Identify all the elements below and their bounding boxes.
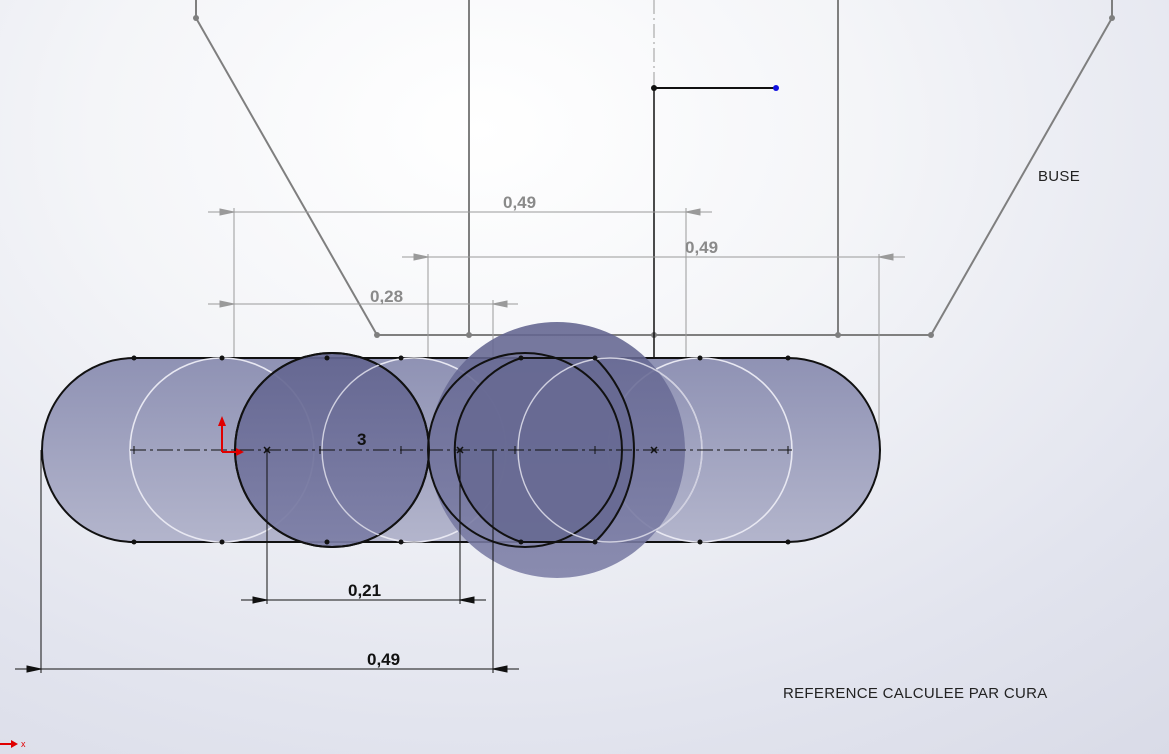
dimension-upper-right-width[interactable] xyxy=(402,253,905,261)
origin-icon[interactable] xyxy=(218,416,244,456)
black-extension-lines xyxy=(40,450,494,673)
dimension-center-spacing-value[interactable]: 0,21 xyxy=(348,581,381,600)
sketch-endpoint[interactable] xyxy=(651,85,657,91)
centerline-ticks xyxy=(133,446,789,454)
dimension-bottom-width[interactable] xyxy=(15,665,519,673)
relation-marker[interactable]: 3 xyxy=(357,430,366,449)
dimension-left-offset[interactable] xyxy=(208,300,518,308)
triad-axis-icon: x xyxy=(0,739,26,749)
slot-vertices[interactable] xyxy=(131,355,791,545)
dimension-upper-right-width-value[interactable]: 0,49 xyxy=(685,238,718,257)
dimension-top-width[interactable] xyxy=(208,208,712,216)
triad-x-label: x xyxy=(21,739,26,749)
dimension-bottom-width-value[interactable]: 0,49 xyxy=(367,650,400,669)
dimension-left-offset-value[interactable]: 0,28 xyxy=(370,287,403,306)
dimension-top-width-value[interactable]: 0,49 xyxy=(503,193,536,212)
selected-endpoint[interactable] xyxy=(773,85,779,91)
dimension-center-spacing[interactable] xyxy=(241,596,486,604)
reference-note[interactable]: REFERENCE CALCULEE PAR CURA xyxy=(783,685,1048,702)
nozzle-label[interactable]: BUSE xyxy=(1038,168,1080,185)
